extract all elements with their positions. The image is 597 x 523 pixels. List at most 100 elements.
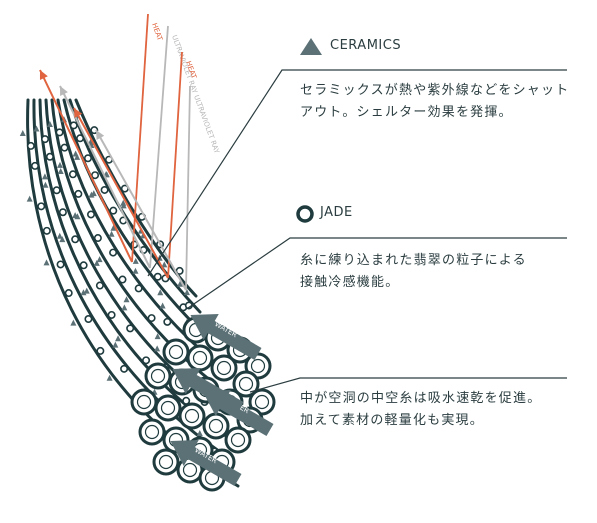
ceramic-particle <box>132 257 139 264</box>
heat-ray-out <box>167 51 183 279</box>
jade-bead <box>71 235 80 244</box>
jade-bead <box>37 202 46 211</box>
uv-ray-out <box>149 25 169 269</box>
jade-bead <box>175 266 184 275</box>
jade-title: JADE <box>320 205 353 220</box>
hollow-core <box>192 350 208 366</box>
ceramic-particle <box>96 256 103 263</box>
ceramic-particle <box>90 190 97 197</box>
ceramics-description-line1: セラミックスが熱や紫外線などをシャット <box>300 83 570 98</box>
jade-bead <box>64 289 73 298</box>
ceramic-particle <box>183 289 190 296</box>
ceramic-particle <box>177 280 184 287</box>
ring-icon <box>296 205 314 223</box>
hollow-fiber <box>144 362 172 390</box>
jade-bead <box>52 186 61 195</box>
hollow-core <box>136 394 152 410</box>
ceramic-particle <box>56 232 63 239</box>
jade-bead <box>142 356 151 365</box>
hollow-core <box>184 408 200 424</box>
ceramic-particle <box>74 153 81 160</box>
hollow-fiber <box>210 354 238 382</box>
jade-bead <box>58 208 67 217</box>
ceramic-particle <box>196 430 203 437</box>
ceramic-particle <box>83 287 90 294</box>
hollow-fiber <box>130 388 158 416</box>
ceramic-particle <box>132 267 139 274</box>
ceramic-particle <box>41 173 48 180</box>
water-arrows: WATERWATERWATER <box>170 314 274 487</box>
jade-bead <box>74 189 83 198</box>
uv-ray-label: ULTRAVIOLET RAY <box>192 94 221 155</box>
hollow-core <box>230 432 246 448</box>
ceramic-particle <box>19 130 26 137</box>
ceramic-particle <box>120 199 127 206</box>
jade-bead <box>96 346 105 355</box>
ceramic-particle <box>93 259 100 266</box>
ceramic-particle <box>115 335 122 342</box>
jade-bead <box>55 128 64 137</box>
jade-bead <box>60 143 69 152</box>
water-arrow-shape <box>170 440 242 487</box>
leader-ceramics <box>147 69 567 277</box>
jade-description-line1: 糸に練り込まれた翡翠の粒子による <box>300 253 527 268</box>
hollow-fiber <box>186 344 214 372</box>
hollow-core <box>250 358 266 374</box>
leader-hollow <box>249 377 567 393</box>
jade-bead <box>109 206 118 215</box>
hollow-core <box>160 400 176 416</box>
heat-ray-label: HEAT <box>150 22 164 43</box>
uv-arrowhead <box>60 86 68 96</box>
ceramic-particle <box>161 261 168 268</box>
ceramic-particle <box>80 289 87 296</box>
ceramic-particle <box>74 213 81 220</box>
hollow-fiber <box>178 402 206 430</box>
jade-bead <box>79 261 88 270</box>
hollow-fiber <box>224 426 252 454</box>
jade-bead <box>163 317 172 326</box>
ceramic-particle <box>110 224 117 231</box>
jade-bead <box>41 135 50 144</box>
hollow-fiber <box>202 412 230 440</box>
hollow-core <box>150 368 166 384</box>
ceramic-particle <box>157 289 164 296</box>
jade-bead <box>69 121 78 130</box>
heat-ray-in <box>73 107 169 279</box>
heat-ray-out <box>131 13 149 263</box>
hollow-description-line1: 中が空洞の中空糸は吸水速乾を促進。 <box>300 391 542 406</box>
hollow-core <box>216 360 232 376</box>
jade-bead <box>118 275 127 284</box>
jade-bead <box>84 315 93 324</box>
ceramic-particle <box>46 120 53 127</box>
hollow-core <box>208 418 224 434</box>
jade-bead <box>126 324 135 333</box>
ceramic-particle <box>112 341 119 348</box>
hollow-core <box>238 376 254 392</box>
ceramic-particle <box>108 230 115 237</box>
ceramic-particle <box>154 345 161 352</box>
water-arrow-shape <box>172 368 244 415</box>
hollow-core <box>182 462 198 478</box>
jade-bead <box>120 364 129 373</box>
hollow-core <box>158 454 174 470</box>
uv-arrowhead <box>96 130 105 140</box>
triangle-icon <box>300 38 322 55</box>
ceramic-particle <box>106 374 113 381</box>
ceramic-particle <box>121 304 128 311</box>
ceramic-particle <box>26 195 33 202</box>
jade-bead <box>76 134 85 143</box>
heat-arrowhead <box>39 70 48 80</box>
heat-ray-in <box>39 69 133 263</box>
hollow-fiber <box>154 394 182 422</box>
jade-description-line2: 接触冷感機能。 <box>300 275 400 290</box>
jade-bead <box>56 260 65 269</box>
jade-bead <box>87 210 96 219</box>
jade-bead <box>68 170 77 179</box>
hollow-fiber <box>138 418 166 446</box>
ceramic-particle <box>123 296 130 303</box>
water-arrow <box>172 368 244 415</box>
jade-bead <box>42 226 51 235</box>
ceramic-particle <box>88 191 95 198</box>
uv-ray-label: ULTRAVIOLET RAY <box>170 34 199 95</box>
